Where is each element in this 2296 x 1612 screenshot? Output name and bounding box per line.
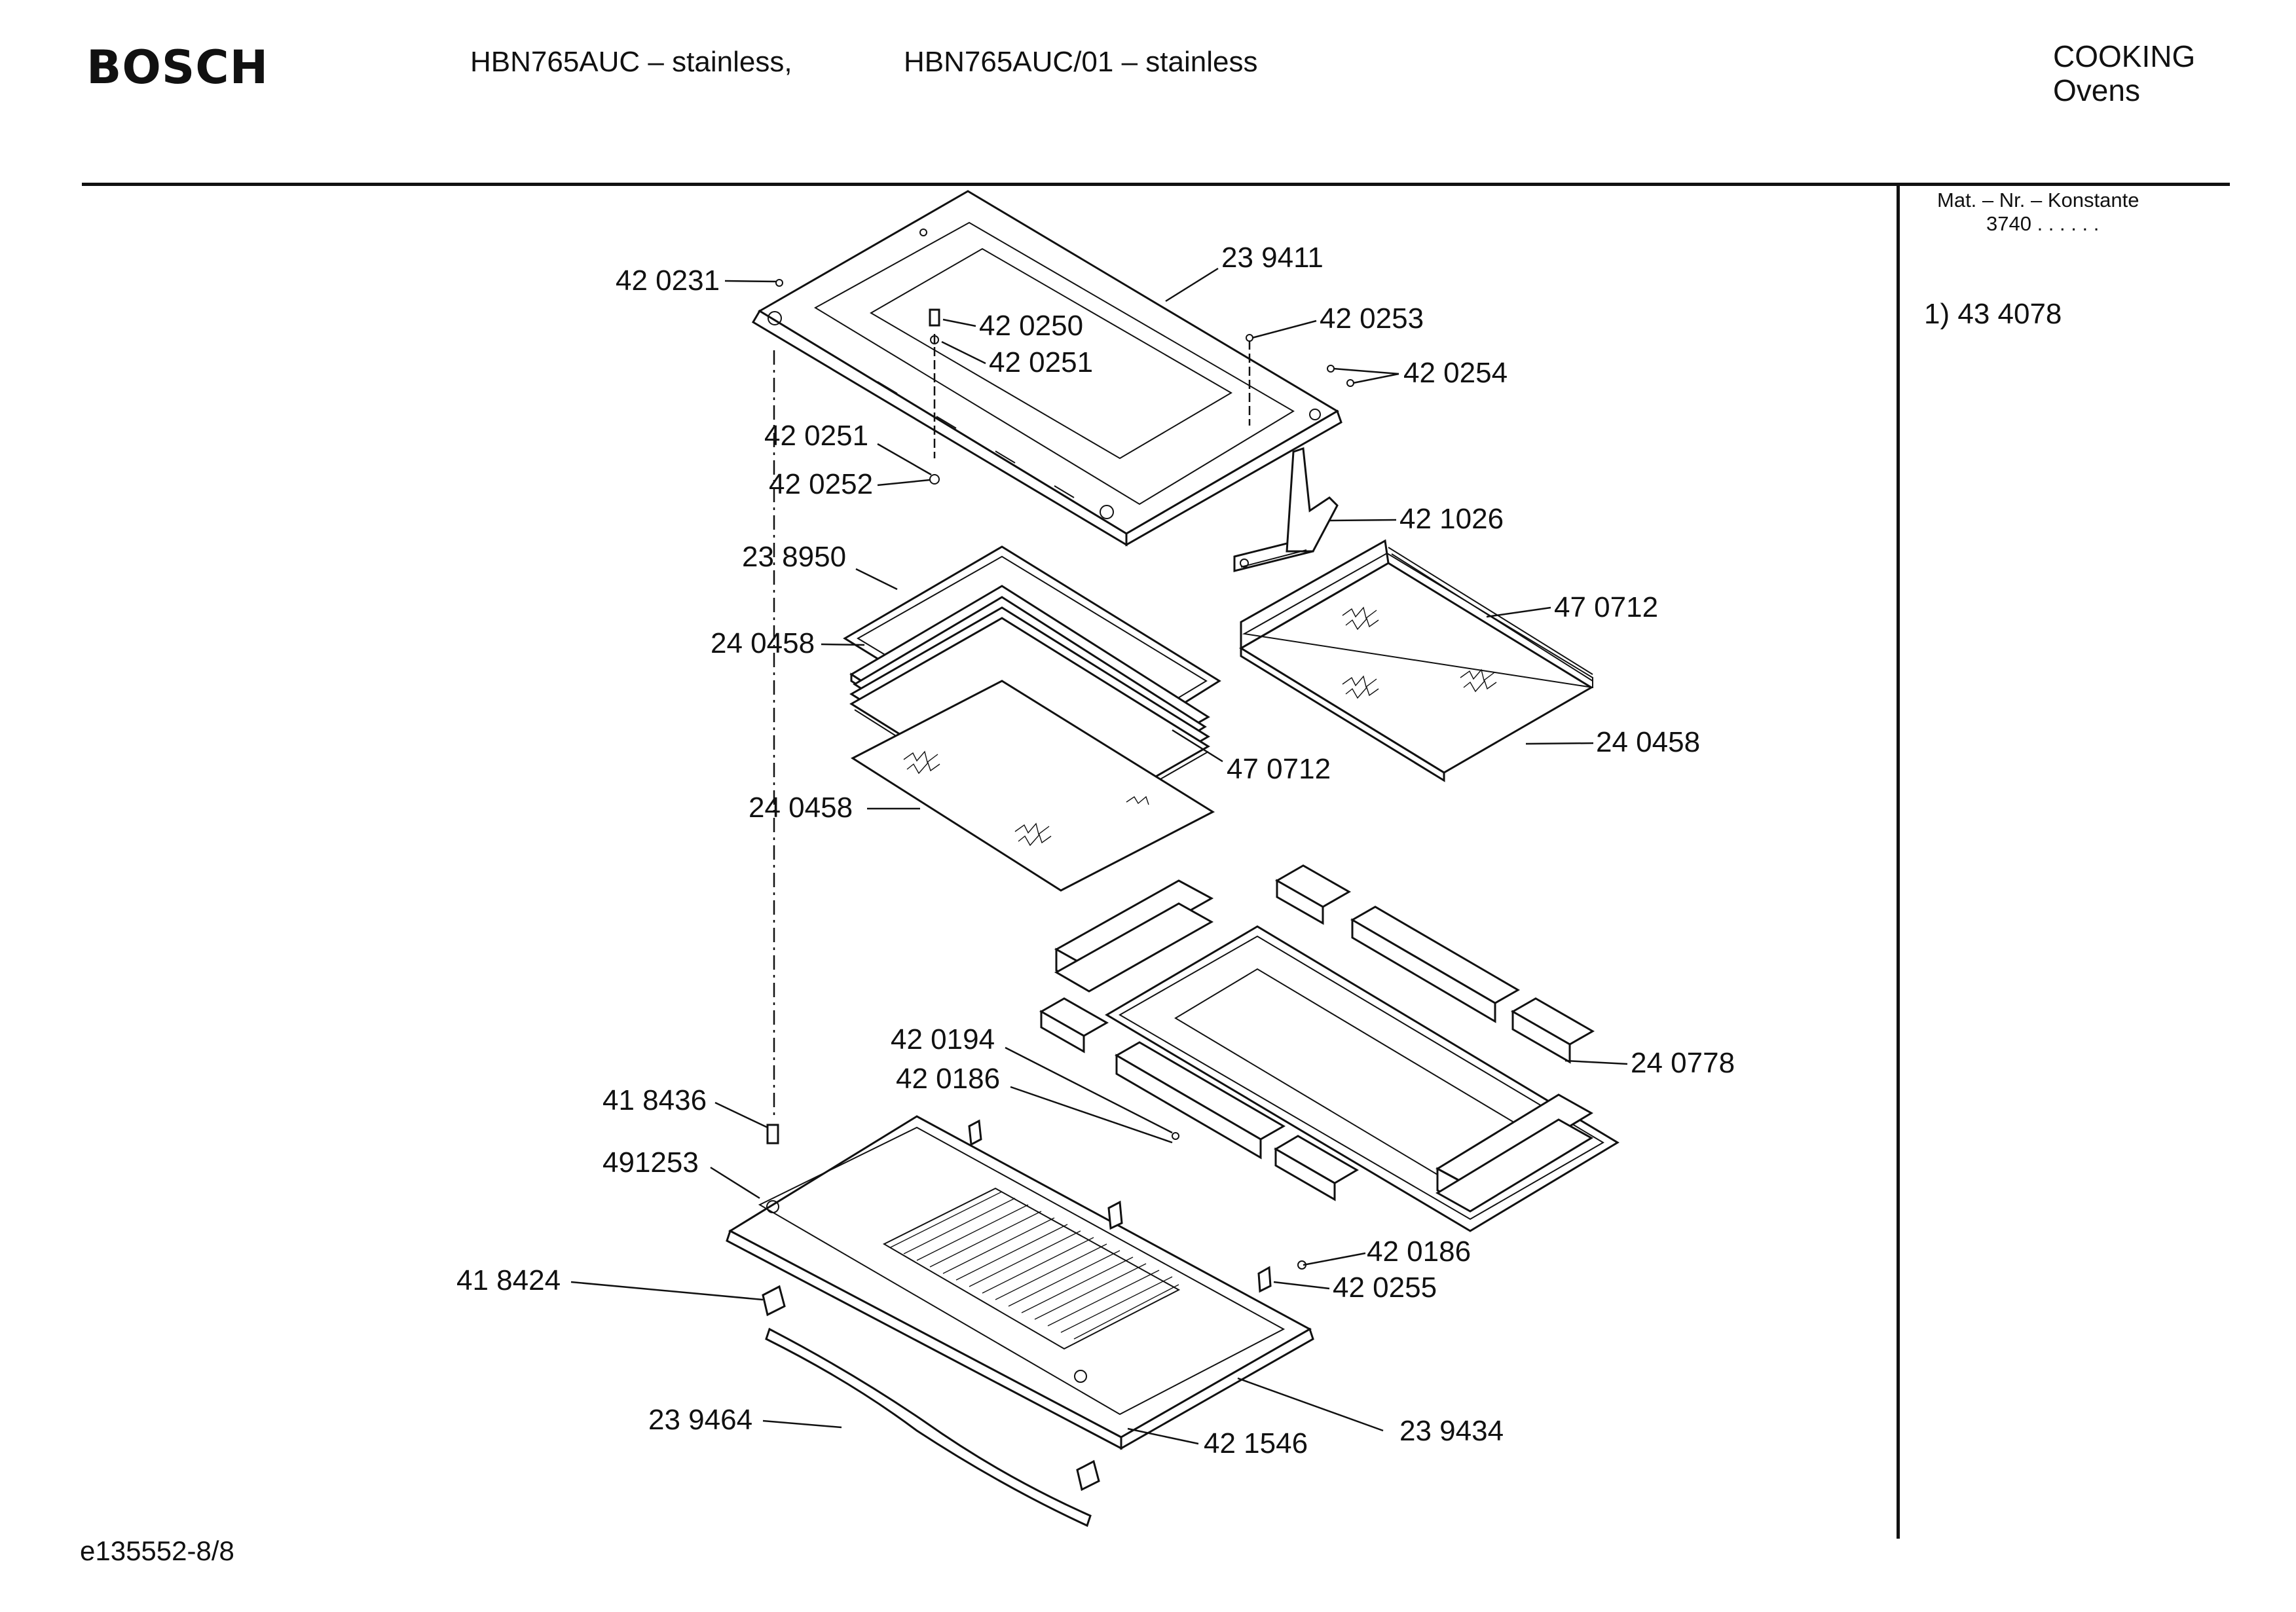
category-line1: COOKING xyxy=(2053,39,2196,73)
left-lower-glass-part xyxy=(850,680,1215,892)
right-glass-part xyxy=(1239,539,1593,782)
model-left: HBN765AUC – stainless, xyxy=(470,46,792,78)
sidebar-note: 1) 43 4078 xyxy=(1924,298,2062,330)
part-label: 42 0250 xyxy=(979,310,1083,342)
category-line2: Ovens xyxy=(2053,73,2140,107)
part-label: 42 1546 xyxy=(1204,1427,1308,1459)
door-handle-part xyxy=(762,1285,1100,1528)
part-label: 42 0254 xyxy=(1403,357,1508,389)
drawing-id: e135552-8/8 xyxy=(80,1535,234,1566)
part-label: 23 9464 xyxy=(648,1404,752,1436)
category: COOKING Ovens xyxy=(2053,39,2195,107)
part-label: 42 0251 xyxy=(989,346,1093,378)
part-label: 491253 xyxy=(602,1146,699,1179)
header-rule xyxy=(82,183,2230,186)
bottom-panel-part xyxy=(726,1115,1314,1450)
part-label: 42 0231 xyxy=(616,265,720,297)
brand-logo: BOSCH xyxy=(86,41,269,94)
part-label: 42 0255 xyxy=(1333,1272,1437,1304)
part-label: 23 9434 xyxy=(1399,1415,1504,1447)
part-label: 41 8436 xyxy=(602,1084,707,1116)
insulation-frame-part xyxy=(1039,864,1620,1232)
top-panel-part xyxy=(751,190,1342,547)
part-label: 24 0458 xyxy=(749,792,853,824)
part-label: 42 0186 xyxy=(1367,1236,1471,1268)
part-label: 47 0712 xyxy=(1554,591,1658,623)
part-label: 23 8950 xyxy=(742,541,846,573)
part-label: 24 0458 xyxy=(1596,726,1700,758)
part-label: 42 1026 xyxy=(1399,503,1504,535)
model-right: HBN765AUC/01 – stainless xyxy=(904,46,1258,78)
sidebar-rule xyxy=(1897,186,1900,1539)
fasteners xyxy=(766,279,1354,1270)
part-labels: 42 0231 23 9411 42 0250 42 0251 42 0253 … xyxy=(456,242,1735,1459)
part-label: 42 0251 xyxy=(764,420,868,452)
part-label: 42 0194 xyxy=(891,1023,995,1055)
part-label: 42 0252 xyxy=(769,468,873,500)
hinge-part xyxy=(1233,447,1339,572)
leader-lines xyxy=(570,267,1628,1445)
part-label: 23 9411 xyxy=(1221,242,1324,274)
sidebar-heading-text: Mat. – Nr. – Konstante xyxy=(1937,189,2139,211)
part-label: 24 0778 xyxy=(1631,1047,1735,1079)
part-label: 42 0253 xyxy=(1320,302,1424,335)
part-label: 47 0712 xyxy=(1227,753,1331,785)
part-label: 41 8424 xyxy=(456,1264,561,1296)
part-label: 42 0186 xyxy=(896,1063,1000,1095)
page-header: BOSCH HBN765AUC – stainless, HBN765AUC/0… xyxy=(0,0,2296,183)
part-label: 24 0458 xyxy=(711,627,815,659)
sidebar-constant: 3740 . . . . . . xyxy=(1986,212,2100,235)
sidebar-heading: Mat. – Nr. – Konstante 3740 . . . . . . xyxy=(1937,189,2139,236)
